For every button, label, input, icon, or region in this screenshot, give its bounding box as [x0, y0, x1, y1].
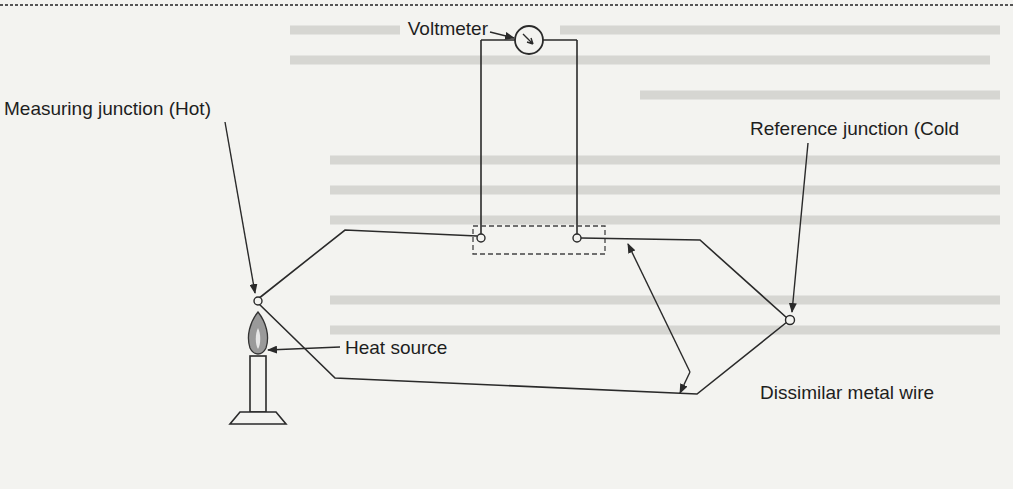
part-label: Dissimilar metal wire: [760, 382, 934, 404]
voltmeter-symbol: [515, 26, 543, 54]
cold-junction: [786, 316, 795, 325]
junction-label: Measuring junction (Hot): [4, 98, 211, 120]
hot-junction: [254, 297, 262, 305]
terminal-block: [473, 226, 605, 254]
page-border: [0, 4, 1013, 6]
part-label: Heat source: [345, 337, 447, 359]
dissimilar-wires: [258, 230, 787, 394]
voltmeter-leads: [481, 40, 577, 234]
burner: [230, 312, 286, 424]
instrument-label: Voltmeter: [408, 18, 488, 40]
junction-label: Reference junction (Cold: [750, 118, 959, 140]
faded-print: [290, 30, 1000, 330]
leader-lines: [225, 32, 808, 393]
